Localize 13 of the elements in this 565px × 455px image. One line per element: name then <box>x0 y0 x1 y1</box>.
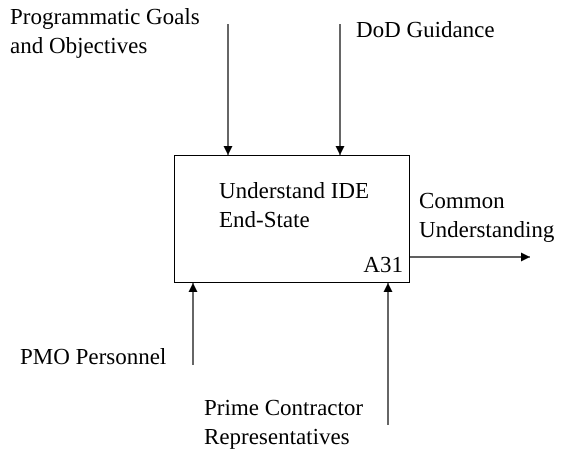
activity-name: Understand IDE End-State <box>219 177 370 234</box>
activity-number: A31 <box>362 251 403 279</box>
arrow <box>224 24 232 155</box>
arrow-label: PMO Personnel <box>20 342 193 372</box>
arrow <box>336 24 344 155</box>
arrow <box>188 283 198 365</box>
arrow <box>384 283 392 425</box>
arrow-label: DoD Guidance <box>340 15 520 45</box>
arrow <box>410 252 530 262</box>
arrow-label: Programmatic Goals and Objectives <box>10 2 228 62</box>
arrow-label: Prime Contractor Representatives <box>204 393 388 453</box>
edge-label: Common Understanding <box>419 187 556 244</box>
activity-box <box>174 155 410 283</box>
